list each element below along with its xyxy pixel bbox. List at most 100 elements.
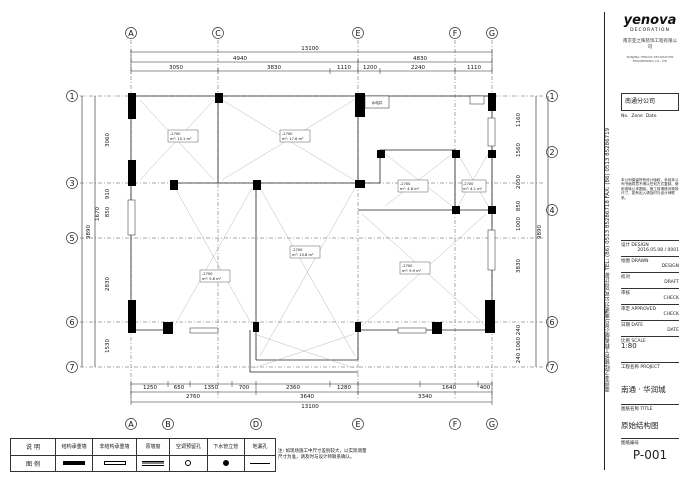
no-label: No. [621, 114, 629, 119]
dim-left-total: 9890 [86, 225, 92, 239]
tb-row-value: DESIGN [661, 264, 679, 269]
logo-text: yenova [623, 13, 677, 28]
tb-row-value: 2016.05.08 / 0001 [637, 248, 679, 253]
dim-left-detail: 910 [105, 188, 111, 199]
drawing-label: 图纸名称 TITLE [621, 407, 653, 412]
dim-left-detail: 1530 [105, 339, 111, 353]
dim-left-detail: 850 [105, 206, 111, 217]
floor-plan-drawing: 13100 4940 4830 3050 3830 1110 1200 2240… [66, 27, 558, 430]
dim-top-mid: 4830 [413, 56, 427, 62]
legend-title: 说 明 [10, 438, 56, 456]
tb-row-approved: 审定 APPROVED CHECK [621, 304, 679, 317]
tb-row-value: DATE [667, 328, 679, 333]
legend-row-label: 图 例 [10, 454, 56, 472]
grid-col-label: G [489, 420, 495, 429]
grid-row-label: 1 [549, 92, 554, 101]
legend-header: 非结构承重墙 [92, 438, 137, 456]
dim-bottom-detail: 400 [480, 385, 491, 391]
grid-col-label: E [355, 420, 360, 429]
tb-no-row: No. Zone Date [621, 114, 679, 119]
legend-swatch [135, 454, 171, 472]
grid-row-label: 6 [549, 318, 554, 327]
room-level: -2700 [282, 132, 293, 136]
room-level: -2700 [202, 272, 213, 276]
tb-row-label: 审定 APPROVED [621, 307, 656, 312]
dim-left-detail: 3060 [105, 133, 111, 147]
grid-col-label: E [355, 29, 360, 38]
dim-top-detail: 2240 [411, 65, 425, 71]
room-area: m²: 9.9 m² [402, 269, 422, 273]
brand-logo: yenova DECORATION 南京亚之晖装饰工程有限公司 NANJING … [622, 13, 678, 64]
grid-row-label: 7 [549, 363, 554, 372]
room-area: m²: 10.8 m² [292, 253, 314, 257]
branch-box: 南通分公司 [621, 93, 679, 111]
room-area: m²: 15.1 m² [170, 137, 192, 141]
dim-top-detail: 1110 [467, 65, 481, 71]
tb-drawing: 图纸名称 TITLE 原始结构图 [621, 404, 679, 432]
room-level: -2700 [400, 182, 411, 186]
tb-row-label: 设计 DESIGN [621, 243, 649, 248]
dim-bottom-detail: 1640 [442, 385, 456, 391]
legend-header: 空调预留孔 [169, 438, 208, 456]
room-level: -2700 [292, 248, 303, 252]
dim-bottom-detail: 1350 [204, 385, 218, 391]
tb-row-label: 日期 DATE [621, 323, 644, 328]
dim-top-detail: 3050 [169, 65, 183, 71]
tb-row-design: 设计 DESIGN 2016.05.08 / 0001 [621, 240, 679, 253]
tb-row-label: 比例 SCALE [621, 339, 646, 344]
tb-row-drawn: 绘图 DRAWN DESIGN [621, 256, 679, 269]
dim-top-detail: 3830 [267, 65, 281, 71]
room-area: m²: 4.1 m² [463, 187, 483, 191]
room-level: -2700 [402, 264, 413, 268]
tb-row-scale: 比例 SCALE 1:80 [621, 336, 679, 350]
equipment-label: 水电井 [372, 100, 383, 105]
company-en: NANJING YENOVA DECORATION ENGINEERING CO… [626, 55, 674, 63]
dim-bottom-detail: 700 [239, 385, 250, 391]
tb-row-value: CHECK [663, 312, 679, 317]
project-label: 工程名称 PROJECT [621, 365, 660, 370]
grid-row-label: 4 [549, 206, 554, 215]
room-area: m²: 17.6 m² [282, 137, 304, 141]
dim-top-mid: 4940 [233, 56, 247, 62]
dim-top-total: 13100 [301, 46, 319, 52]
dim-bottom-total: 13100 [301, 404, 319, 410]
project-name: 南通 · 华润城 [621, 385, 666, 394]
dim-right-detail: 1160 [516, 113, 522, 127]
grid-row-label: 2 [549, 148, 554, 157]
date-label: Date [645, 114, 657, 119]
dim-right-detail: 1060 [516, 337, 522, 351]
room-level: -2700 [463, 182, 474, 186]
dim-right-detail: 240 [516, 324, 522, 335]
grid-col-label: A [128, 29, 134, 38]
legend-swatch [206, 454, 245, 472]
legend-swatch [54, 454, 94, 472]
room-area: m²: 9.6 m² [202, 277, 222, 281]
dim-bottom-detail: 1250 [143, 385, 157, 391]
tb-row-label: 审核 [621, 291, 630, 296]
grid-col-label: D [253, 420, 259, 429]
dim-right-detail: 2050 [516, 175, 522, 189]
tb-row-check: 审核 CHECK [621, 288, 679, 301]
title-block [604, 12, 680, 470]
dim-right-detail: 1000 [516, 217, 522, 231]
legend-header: 下水管立管 [206, 438, 245, 456]
legend-header: 原墙窗 [135, 438, 171, 456]
dim-bottom-detail: 1280 [337, 385, 351, 391]
grid-col-label: F [453, 29, 458, 38]
grid-row-label: 3 [69, 179, 74, 188]
company-contact-vertical: 南京亚之晖装饰工程有限公司(南通分公司)设计部 TEL: (86) 0513 8… [605, 127, 611, 393]
drawing-name: 原始结构图 [621, 421, 659, 430]
zone-label: Zone [631, 114, 643, 119]
tb-row-value: 1:80 [621, 342, 637, 350]
dim-bottom-detail: 650 [174, 385, 185, 391]
dim-left-detail: 1670 [95, 207, 101, 221]
grid-row-label: 7 [69, 363, 74, 372]
dim-right-detail: 1560 [516, 143, 522, 157]
dim-bottom-mid: 2760 [186, 394, 200, 400]
tb-row-label: 校对 [621, 275, 630, 280]
tb-project: 工程名称 PROJECT 南通 · 华润城 [621, 362, 679, 396]
logo-sub: DECORATION [630, 28, 670, 33]
dim-right-total: 9890 [537, 225, 543, 239]
dim-bottom-mid: 3340 [418, 394, 432, 400]
legend-swatch [243, 454, 277, 472]
